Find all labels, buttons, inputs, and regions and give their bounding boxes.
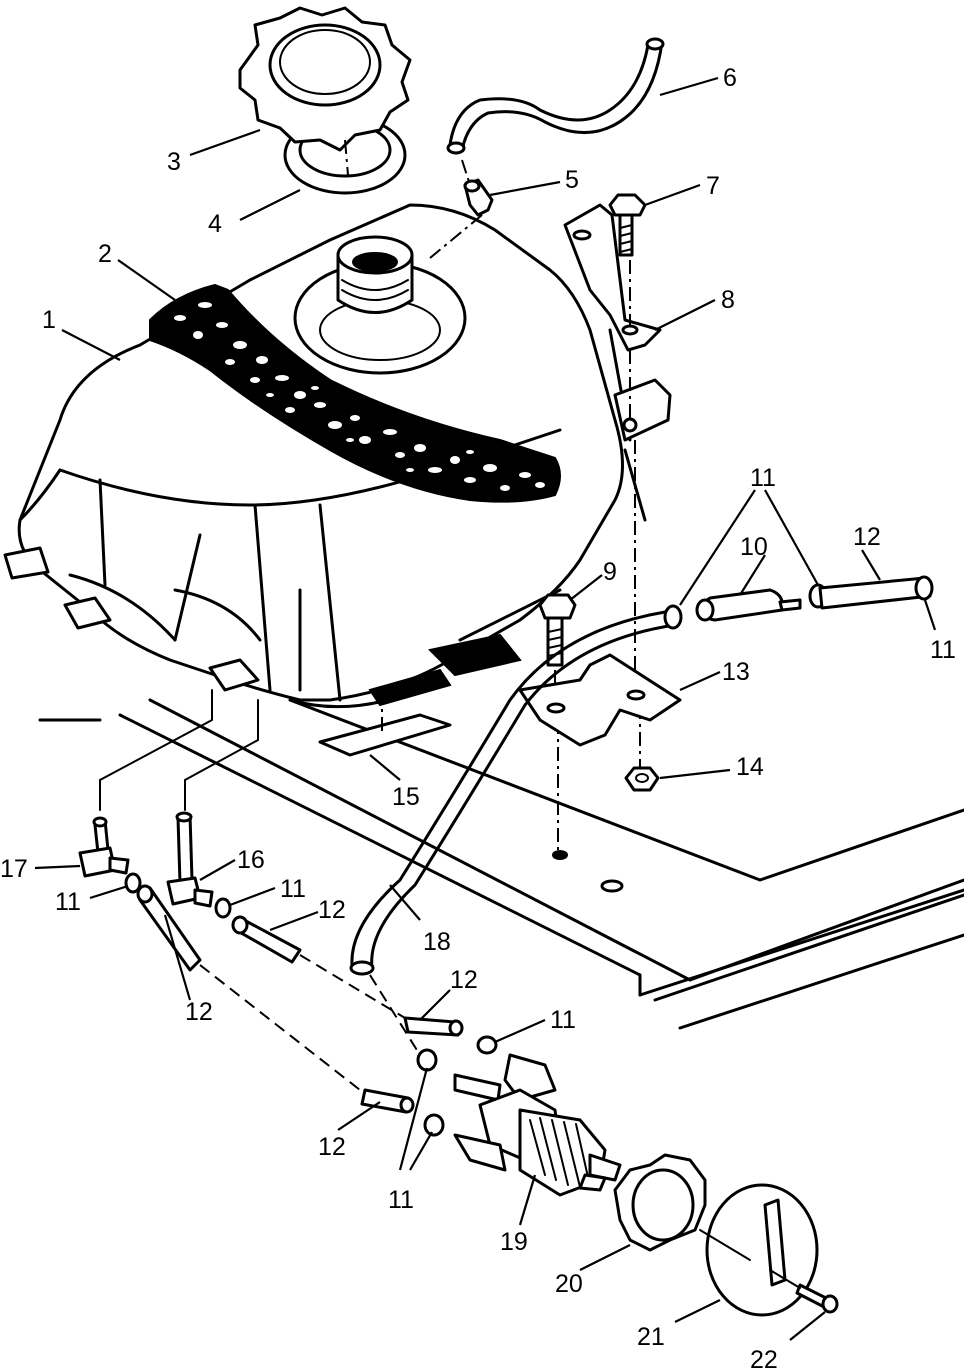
callout-11-right: 11	[930, 636, 956, 664]
callout-11-mid: 11	[280, 875, 306, 903]
callout-2: 2	[98, 240, 112, 268]
hose-clamp-17[interactable]	[124, 872, 142, 894]
callout-12-left: 12	[185, 998, 213, 1026]
elbow-fitting-16[interactable]	[166, 811, 214, 908]
callout-11-petcock: 11	[550, 1006, 576, 1034]
bracket[interactable]	[563, 203, 662, 352]
hose-guide-1	[199, 964, 361, 1091]
callout-labels: 1 2 3 4 5 6 7 8 9 10 11 12 11 13 14 15 1…	[0, 64, 956, 1372]
hose-clamp-16[interactable]	[214, 897, 232, 919]
tank-pad[interactable]	[149, 283, 561, 503]
callout-12-top: 12	[853, 523, 881, 551]
fuel-petcock[interactable]	[453, 1053, 622, 1197]
callout-9: 9	[603, 558, 617, 586]
callout-4: 4	[208, 210, 222, 238]
callout-15: 15	[392, 783, 420, 811]
foam-pad[interactable]	[318, 668, 452, 757]
vent-hose[interactable]	[446, 37, 665, 155]
callout-13: 13	[722, 658, 750, 686]
hose-guide-2	[299, 954, 406, 1019]
fuel-line-18[interactable]	[349, 610, 677, 976]
callout-16: 16	[237, 846, 265, 874]
screw-centerline	[769, 1269, 801, 1289]
callout-11-lower: 11	[388, 1186, 414, 1214]
callout-12-lower: 12	[318, 1133, 346, 1161]
leader-lines	[34, 76, 937, 1341]
callout-18: 18	[423, 928, 451, 956]
callout-19: 19	[500, 1228, 528, 1256]
nut[interactable]	[624, 766, 660, 792]
screw[interactable]	[795, 1283, 839, 1314]
fuel-hose-short-lower[interactable]	[360, 1088, 415, 1114]
callout-3: 3	[167, 148, 181, 176]
foam-strip	[427, 633, 522, 677]
callout-11-left: 11	[55, 888, 81, 916]
callout-14: 14	[736, 753, 764, 781]
callout-11-top: 11	[750, 464, 776, 492]
callout-21: 21	[637, 1323, 665, 1351]
fitting16-guide	[184, 699, 259, 811]
lock-ring[interactable]	[613, 1153, 707, 1252]
hose-clamp-b[interactable]	[416, 1048, 438, 1072]
bolt-7[interactable]	[608, 193, 647, 257]
vent-to-tank-centerline	[429, 214, 483, 259]
fitting17-guide	[99, 689, 213, 811]
callout-20: 20	[555, 1270, 583, 1298]
callout-22: 22	[750, 1346, 778, 1372]
hose-guide-3	[369, 974, 421, 1056]
fuel-filter[interactable]	[695, 588, 802, 622]
callout-10: 10	[740, 533, 768, 561]
callout-12-mid: 12	[318, 896, 346, 924]
callout-1: 1	[42, 306, 56, 334]
callout-7: 7	[706, 172, 720, 200]
fuel-tank[interactable]	[3, 203, 672, 709]
vent-fitting[interactable]	[463, 178, 494, 217]
callout-6: 6	[723, 64, 737, 92]
fuel-hose-middle[interactable]	[231, 915, 302, 964]
callout-5: 5	[565, 166, 579, 194]
fuel-hose-short-upper[interactable]	[403, 1016, 464, 1037]
callout-8: 8	[721, 286, 735, 314]
hose-clamp-a[interactable]	[476, 1035, 498, 1055]
mounting-bracket[interactable]	[518, 653, 682, 747]
fuel-cap[interactable]	[238, 6, 412, 176]
elbow-fitting-17[interactable]	[78, 816, 130, 878]
fuel-hose-right[interactable]	[818, 575, 934, 610]
callout-12-short: 12	[450, 966, 478, 994]
knob-centerline	[699, 1229, 751, 1261]
hose-clamp-c[interactable]	[423, 1113, 445, 1137]
hose-clamp-upper-left[interactable]	[663, 604, 683, 630]
callout-17: 17	[0, 855, 28, 883]
